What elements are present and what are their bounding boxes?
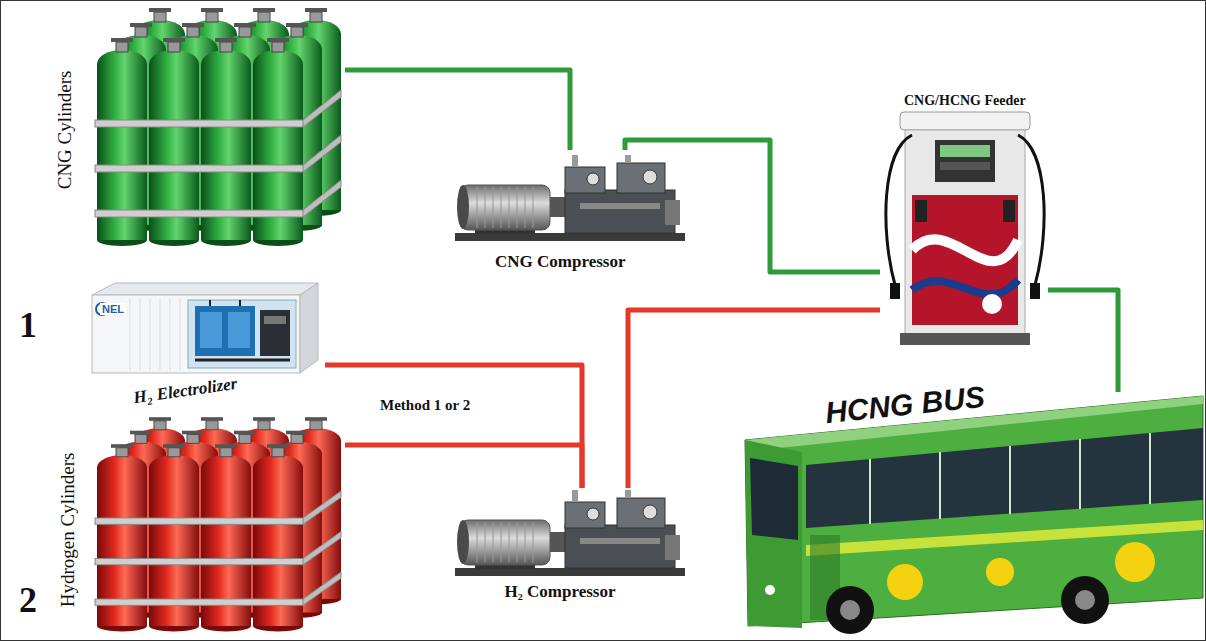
cng-compressor-figure [455, 155, 685, 241]
electrolizer-container [92, 283, 318, 373]
bus-figure [745, 396, 1203, 634]
pipe-line [325, 365, 582, 488]
compressor: CNG Compressor [445, 150, 695, 275]
pipe-line [1048, 290, 1118, 392]
method-number: 1 [19, 305, 37, 346]
fuel-dispenser [886, 112, 1044, 345]
method-note: Method 1 or 2 [380, 397, 470, 414]
method-number: 2 [19, 580, 37, 621]
brand-logo: NEL [100, 303, 126, 316]
electrolizer: H₂ Electrolizer [85, 280, 325, 405]
node-label: H₂ Compressor [505, 582, 616, 602]
pipe-line [345, 70, 570, 150]
node-label: CNG Cylinders [54, 71, 76, 190]
compressor: H₂ Compressor [445, 488, 695, 605]
cng-cylinder-bank [95, 8, 341, 246]
cylinder-bank: Hydrogen Cylinders [50, 420, 345, 635]
fuel-dispenser: CNG/HCNG Feeder [880, 90, 1048, 348]
node-label: CNG Compressor [495, 252, 625, 272]
hydrogen-cylinder-bank [95, 417, 341, 631]
bus: HCNG BUS [725, 392, 1203, 635]
pipe-line [625, 140, 880, 272]
node-label: HCNG BUS [824, 379, 987, 430]
node-label: CNG/HCNG Feeder [904, 93, 1026, 109]
h2-compressor-figure [455, 490, 685, 576]
pipe-line [345, 445, 582, 488]
node-label: H₂ Electrolizer [132, 374, 238, 408]
cylinder-bank: CNG Cylinders [50, 15, 345, 250]
node-label: Hydrogen Cylinders [57, 453, 79, 608]
